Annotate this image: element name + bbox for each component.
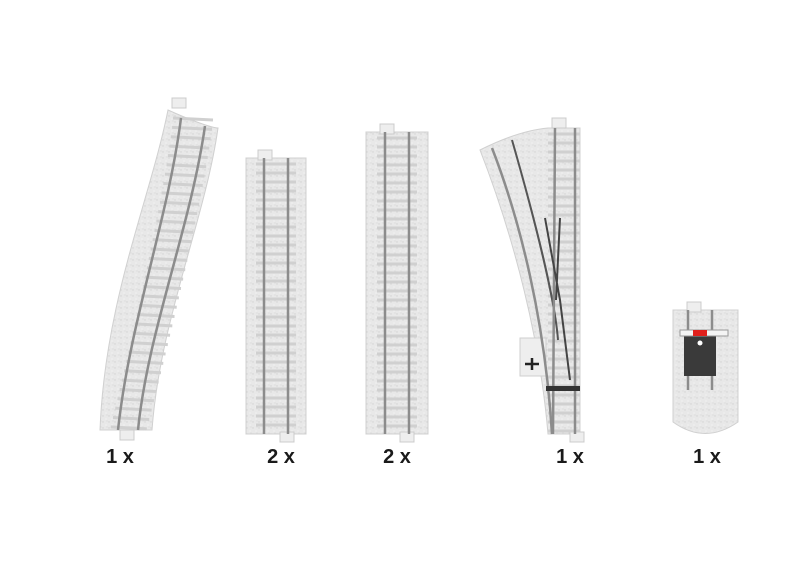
tie bbox=[132, 331, 171, 337]
straight-track-2 bbox=[365, 123, 429, 443]
quantity-label-buffer: 1 x bbox=[693, 446, 721, 468]
straight-track-1 bbox=[245, 149, 307, 443]
tie bbox=[152, 238, 192, 244]
tie bbox=[123, 369, 162, 375]
tie bbox=[172, 116, 214, 122]
tie bbox=[146, 266, 186, 272]
tie bbox=[150, 247, 190, 253]
tie bbox=[136, 313, 175, 319]
tie bbox=[128, 350, 166, 356]
rail bbox=[116, 117, 183, 431]
tie bbox=[121, 378, 159, 384]
tie bbox=[148, 256, 188, 262]
tie bbox=[119, 387, 157, 393]
buffer-red-plate bbox=[693, 330, 707, 336]
quantity-label-curved: 1 x bbox=[106, 446, 134, 468]
tie bbox=[110, 425, 147, 431]
tie bbox=[158, 210, 198, 216]
tie bbox=[134, 322, 173, 328]
tie bbox=[117, 397, 155, 403]
buffer-stop-track bbox=[672, 301, 739, 434]
tie bbox=[144, 275, 184, 281]
quantity-label-straight-2: 2 x bbox=[383, 446, 411, 468]
tie bbox=[142, 284, 182, 290]
rail bbox=[136, 125, 207, 431]
quantity-label-switch: 1 x bbox=[556, 446, 584, 468]
buffer-frame bbox=[684, 334, 716, 376]
tie bbox=[154, 228, 194, 234]
curved-track bbox=[99, 97, 219, 441]
tie bbox=[156, 219, 196, 225]
switch-motor-icon bbox=[525, 358, 539, 370]
switch-track bbox=[479, 117, 585, 443]
tie bbox=[130, 341, 168, 347]
quantity-label-straight-1: 2 x bbox=[267, 446, 295, 468]
tie bbox=[126, 359, 164, 365]
tie bbox=[140, 294, 179, 300]
tie bbox=[138, 303, 177, 309]
